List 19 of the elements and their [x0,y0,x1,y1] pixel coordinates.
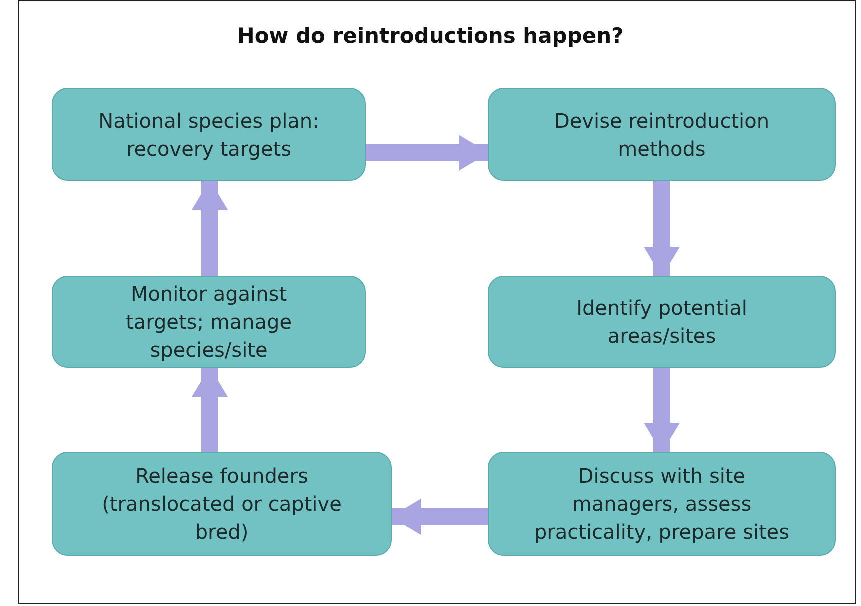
box-text: Monitor against targets; manage species/site [125,281,293,364]
block-arrow [644,181,680,277]
block-arrow [644,368,680,453]
box-text: Discuss with site managers, assess practicality, prepare sites [533,463,791,546]
box-text: National species plan: recovery targets [98,108,320,162]
block-arrow [366,135,489,171]
process-box [52,276,366,368]
process-box [488,88,836,181]
box-text: Release founders (translocated or captive bred) [101,463,343,546]
diagram-title: How do reintroductions happen? [236,24,625,48]
box-text: Identify potential areas/sites [576,295,748,350]
process-box [52,88,366,181]
box-text: Devise reintroduction methods [553,108,771,162]
block-arrow [192,180,228,276]
process-box [52,452,392,556]
block-arrow [192,367,228,452]
process-box [488,452,836,556]
block-arrow [391,499,488,535]
process-box [488,276,836,368]
